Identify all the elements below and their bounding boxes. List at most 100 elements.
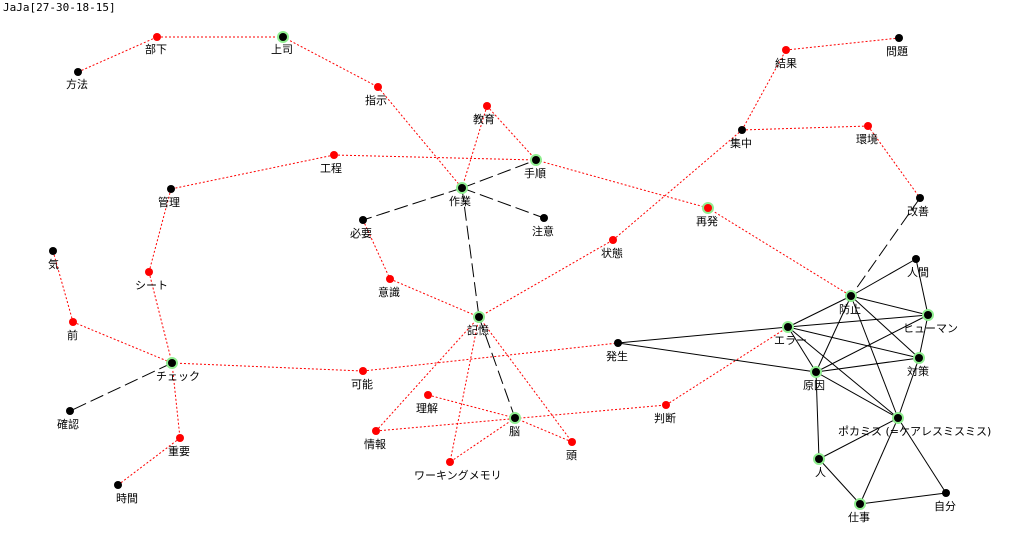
node-label: 判断 xyxy=(654,411,676,425)
node-dot xyxy=(784,323,792,331)
node-label: 自分 xyxy=(934,500,956,513)
node-nou[interactable]: 脳 xyxy=(509,412,521,438)
edge-boushi-genin xyxy=(815,295,852,373)
node-rikai[interactable]: 理解 xyxy=(416,391,438,415)
node-label: 時間 xyxy=(116,492,138,505)
node-joutai[interactable]: 状態 xyxy=(601,236,623,260)
node-label: 意識 xyxy=(378,285,400,299)
node-kioku[interactable]: 記憶 xyxy=(467,311,489,337)
node-pokamisu[interactable]: ポカミス (=ケアレスミスミス) xyxy=(838,412,991,438)
node-ishiki[interactable]: 意識 xyxy=(378,275,400,299)
node-sheet[interactable]: シート xyxy=(135,268,168,292)
node-shigoto[interactable]: 仕事 xyxy=(848,498,870,524)
node-kanou[interactable]: 可能 xyxy=(351,367,373,391)
node-dot xyxy=(895,34,903,42)
node-juuyou[interactable]: 重要 xyxy=(168,434,190,458)
node-dot xyxy=(424,391,432,399)
node-dot xyxy=(864,122,872,130)
node-dot xyxy=(540,214,548,222)
node-atama[interactable]: 頭 xyxy=(566,438,577,462)
node-ki[interactable]: 気 xyxy=(48,247,59,271)
edge-kioku-nou xyxy=(478,316,516,419)
node-saihatsu[interactable]: 再発 xyxy=(696,202,718,228)
node-dot xyxy=(782,46,790,54)
node-houhou[interactable]: 方法 xyxy=(66,68,88,91)
edge-taisaku-pokamisu xyxy=(897,357,920,419)
edge-kotei-tejun xyxy=(333,154,537,161)
node-genin[interactable]: 原因 xyxy=(803,366,825,392)
node-mondai[interactable]: 問題 xyxy=(886,34,908,58)
node-label: 気 xyxy=(48,257,59,271)
node-label: 状態 xyxy=(601,246,623,260)
node-label: 発生 xyxy=(606,349,628,363)
node-jikan[interactable]: 時間 xyxy=(114,481,138,505)
node-label: 問題 xyxy=(886,45,908,58)
node-tejun[interactable]: 手順 xyxy=(524,154,546,180)
node-handan[interactable]: 判断 xyxy=(654,401,676,425)
node-human[interactable]: ヒューマン xyxy=(903,309,958,335)
node-kaizen[interactable]: 改善 xyxy=(907,194,929,218)
node-buka[interactable]: 部下 xyxy=(145,33,167,56)
node-sagyou[interactable]: 作業 xyxy=(449,182,471,208)
node-shiji[interactable]: 指示 xyxy=(365,83,387,107)
diagram-title: JaJa[27-30-18-15] xyxy=(3,1,116,14)
node-hassei[interactable]: 発生 xyxy=(606,339,628,363)
node-kankyou[interactable]: 環境 xyxy=(856,122,878,146)
node-mae[interactable]: 前 xyxy=(67,318,78,342)
node-hitsuyou[interactable]: 必要 xyxy=(350,216,372,240)
node-dot xyxy=(942,489,950,497)
node-label: 作業 xyxy=(449,195,471,208)
edge-hassei-genin xyxy=(617,342,817,373)
edge-human-taisaku xyxy=(918,314,929,359)
node-error[interactable]: エラー xyxy=(774,321,807,347)
node-kakunin[interactable]: 確認 xyxy=(57,407,79,431)
node-kanri[interactable]: 管理 xyxy=(158,185,180,209)
edge-hito-shigoto xyxy=(818,458,861,505)
edge-kioku-atama xyxy=(478,316,573,443)
node-dot xyxy=(167,185,175,193)
node-kekka[interactable]: 結果 xyxy=(775,46,797,70)
node-chuui[interactable]: 注意 xyxy=(532,214,554,238)
node-dot xyxy=(815,455,823,463)
node-label: 再発 xyxy=(696,214,718,228)
node-jibun[interactable]: 自分 xyxy=(934,489,956,513)
node-label: 環境 xyxy=(856,132,878,146)
node-boushi[interactable]: 防止 xyxy=(839,290,861,316)
node-label: 原因 xyxy=(803,379,825,392)
node-dot xyxy=(279,33,287,41)
edge-boushi-taisaku xyxy=(850,295,920,359)
edge-rikai-nou xyxy=(427,394,516,419)
node-label: 管理 xyxy=(158,195,180,209)
edge-shigoto-jibun xyxy=(859,492,947,505)
node-label: ヒューマン xyxy=(903,322,958,335)
node-label: 指示 xyxy=(365,93,387,107)
node-label: 工程 xyxy=(320,162,342,175)
edge-layer xyxy=(52,36,947,505)
node-label: 手順 xyxy=(524,166,546,180)
node-label: 注意 xyxy=(532,224,554,238)
node-kotei[interactable]: 工程 xyxy=(320,151,342,175)
edge-kaizen-boushi xyxy=(850,197,921,297)
node-dot xyxy=(532,156,540,164)
node-dot xyxy=(856,500,864,508)
node-dot xyxy=(374,83,382,91)
node-jouhou[interactable]: 情報 xyxy=(364,427,386,451)
node-label: 部下 xyxy=(145,42,167,56)
node-kyouiku[interactable]: 教育 xyxy=(473,102,495,126)
edge-kankyou-kaizen xyxy=(867,125,921,199)
node-taisaku[interactable]: 対策 xyxy=(907,352,929,378)
node-label: 人間 xyxy=(907,266,929,279)
node-wm[interactable]: ワーキングメモリ xyxy=(414,458,502,482)
edge-ningen-human xyxy=(915,258,929,316)
edge-boushi-human xyxy=(850,295,929,316)
node-joushi[interactable]: 上司 xyxy=(271,31,293,56)
node-shuuchuu[interactable]: 集中 xyxy=(730,126,752,150)
edge-sagyou-chuui xyxy=(461,187,545,219)
node-hito[interactable]: 人 xyxy=(813,453,826,479)
node-dot xyxy=(330,151,338,159)
node-dot xyxy=(483,102,491,110)
node-ningen[interactable]: 人間 xyxy=(907,255,929,279)
node-check[interactable]: チェック xyxy=(156,357,200,383)
node-dot xyxy=(74,68,82,76)
